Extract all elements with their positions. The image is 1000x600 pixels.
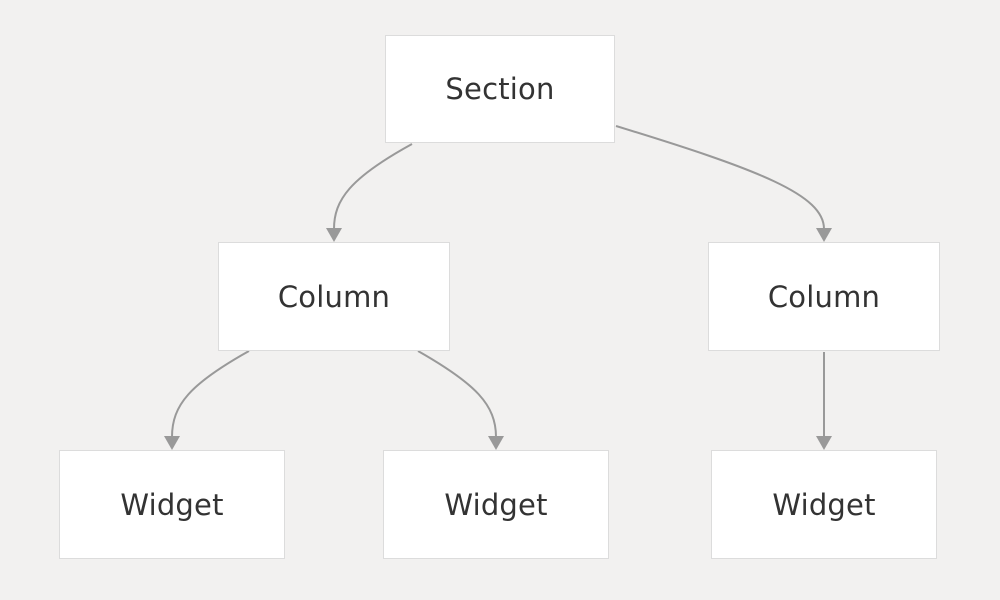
node-widget-1: Widget xyxy=(59,450,285,559)
edge-column-left-to-widget-1 xyxy=(164,350,250,450)
edge-column-left-to-widget-2 xyxy=(417,350,504,450)
edge-section-to-column-right xyxy=(615,125,832,242)
node-column-right: Column xyxy=(708,242,940,351)
edge-column-right-to-widget-3 xyxy=(816,352,832,450)
node-column-left: Column xyxy=(218,242,450,351)
node-label: Column xyxy=(277,279,391,314)
node-widget-2: Widget xyxy=(383,450,609,559)
node-widget-3: Widget xyxy=(711,450,937,559)
node-label: Widget xyxy=(444,487,548,522)
node-label: Widget xyxy=(772,487,876,522)
node-label: Widget xyxy=(120,487,224,522)
node-section: Section xyxy=(385,35,615,143)
node-label: Section xyxy=(445,72,555,106)
node-label: Column xyxy=(767,279,881,314)
edge-section-to-column-left xyxy=(326,143,413,242)
